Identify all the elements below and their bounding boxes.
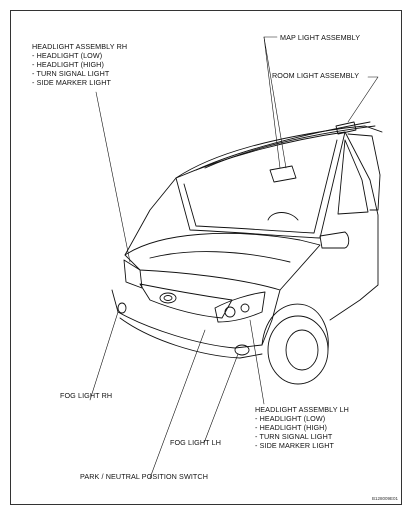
fog-light-rh-shape	[117, 302, 127, 314]
map-light-shape	[269, 165, 297, 183]
fog-light-lh-shape	[234, 344, 250, 356]
fog-light-rh-label: FOG LIGHT RH	[60, 391, 113, 400]
headlight-lh-item-turn: - TURN SIGNAL LIGHT	[255, 432, 333, 441]
headlight-lh-item-high: - HEADLIGHT (HIGH)	[255, 423, 327, 432]
windshield-inner	[183, 139, 338, 234]
roof-rail-left	[204, 125, 376, 169]
leader-headlight-rh	[95, 91, 131, 263]
headlight-rh-item-low: - HEADLIGHT (LOW)	[32, 51, 103, 60]
leader-fog-rh	[89, 311, 119, 401]
a-pillar-left	[124, 177, 177, 256]
hood	[124, 232, 321, 291]
leader-room-light	[347, 76, 379, 123]
front-wheel-hub	[285, 329, 319, 371]
headlight-lh-callout: HEADLIGHT ASSEMBLY LH - HEADLIGHT (LOW) …	[255, 405, 349, 450]
leader-fog-lh	[203, 353, 239, 444]
map-light-label: MAP LIGHT ASSEMBLY	[280, 33, 361, 42]
bumper-lower	[119, 317, 263, 359]
headlight-rh-item-high: - HEADLIGHT (HIGH)	[32, 60, 104, 69]
toyota-emblem-inner	[163, 295, 173, 301]
side-body	[329, 131, 379, 321]
grille	[139, 283, 233, 319]
headlight-rh-item-marker: - SIDE MARKER LIGHT	[32, 78, 111, 87]
side-mirror	[319, 231, 350, 249]
wheel-arch	[261, 303, 329, 351]
rear-window	[347, 133, 381, 211]
leader-headlight-lh	[249, 319, 265, 405]
headlight-lh-title: HEADLIGHT ASSEMBLY LH	[255, 405, 349, 414]
headlight-rh-shape	[123, 259, 143, 289]
steering-wheel	[267, 212, 299, 221]
front-bumper	[111, 289, 281, 349]
headlight-rh-item-turn: - TURN SIGNAL LIGHT	[32, 69, 110, 78]
headlight-rh-title: HEADLIGHT ASSEMBLY RH	[32, 42, 128, 51]
roof-rail-right	[195, 121, 371, 171]
leader-lines	[89, 36, 379, 479]
headlight-lh-item-low: - HEADLIGHT (LOW)	[255, 414, 326, 423]
roof-outline	[175, 125, 383, 179]
headlight-lh-shape	[214, 291, 266, 323]
front-wheel	[267, 315, 329, 385]
headlight-lh-item-marker: - SIDE MARKER LIGHT	[255, 441, 334, 450]
diagram-frame	[10, 10, 402, 505]
room-light-label: ROOM LIGHT ASSEMBLY	[272, 71, 360, 80]
leader-park-switch	[149, 329, 206, 479]
room-light-shape	[335, 121, 357, 135]
toyota-emblem	[159, 292, 177, 304]
headlight-rh-callout: HEADLIGHT ASSEMBLY RH - HEADLIGHT (LOW) …	[32, 42, 127, 87]
headlight-lh-lamp-a	[224, 306, 236, 318]
headlight-lh-lamp-b	[240, 303, 250, 313]
park-neutral-switch-label: PARK / NEUTRAL POSITION SWITCH	[80, 472, 208, 481]
leader-map-light	[263, 36, 281, 169]
leader-map-light-2	[263, 36, 287, 169]
fog-light-lh-label: FOG LIGHT LH	[170, 438, 221, 447]
hood-crease	[149, 251, 291, 263]
side-window	[337, 139, 369, 215]
figure-code: B128009E01	[372, 496, 399, 501]
